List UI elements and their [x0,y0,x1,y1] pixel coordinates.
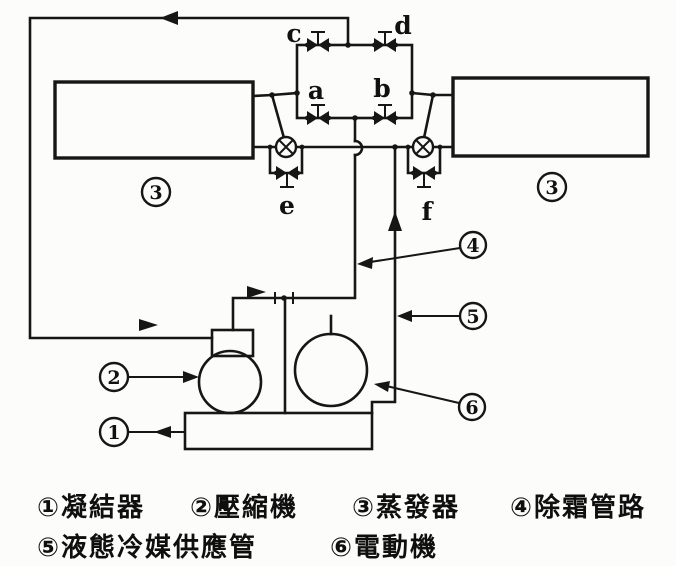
callout-5-text: 5 [466,306,479,328]
callout-3-left-text: 3 [149,182,162,204]
callout-leaders [128,247,461,438]
flow-arrow-left-icon [160,11,178,25]
legend-item-condenser: ①凝結器 [37,487,145,524]
legend-item-liquid-supply: ⑤液態冷媒供應管 [37,527,257,564]
callout-1-text: 1 [107,422,120,444]
legend-label: 凝結器 [61,493,146,523]
flow-arrow-right-icon [139,319,158,331]
legend-item-motor: ⑥電動機 [330,527,438,564]
legend-label: 壓縮機 [214,493,299,523]
flow-arrow-up-icon [388,211,402,231]
legend-label: 除霜管路 [534,493,647,523]
evaporator-right [451,76,650,158]
legend-num: ② [190,493,215,523]
callout-4: 4 [458,230,488,260]
callout-6-text: 6 [465,397,478,419]
valve-label-f: f [422,197,435,226]
legend-item-evaporator: ③蒸發器 [352,487,460,524]
leader-4 [363,247,461,264]
callout-3-left: 3 [140,176,172,208]
leader-1-arrow-icon [154,426,171,438]
valve-label-c: c [286,19,301,48]
valve-label-b: b [373,74,390,103]
leader-4-arrow-icon [357,257,373,269]
suction-line [28,16,350,340]
flow-arrow-discharge-icon [247,286,266,298]
callout-1: 1 [98,416,130,448]
condenser-base [183,411,374,451]
legend-label: 液態冷媒供應管 [61,533,258,563]
pipe-junction-ticks [274,292,294,304]
callout-6: 6 [457,392,487,422]
callout-3-right-text: 3 [545,177,558,199]
legend-num: ③ [352,493,377,523]
motor [293,332,369,408]
legend-label: 蒸發器 [376,493,461,523]
valve-label-d: d [394,11,411,40]
legend-item-defrost-line: ④除霜管路 [510,487,646,524]
callout-5: 5 [458,301,488,331]
liquid-supply-line [370,145,397,415]
callout-2: 2 [98,361,130,393]
valve-b [371,104,399,125]
leader-2-arrow-icon [183,371,199,383]
pipe-junctions [267,42,443,301]
compressor [197,349,263,415]
leader-6 [381,384,460,404]
legend-item-compressor: ②壓縮機 [190,487,298,524]
leader-5-arrow-icon [397,310,412,322]
valve-label-a: a [308,76,324,105]
legend-num: ⑤ [37,533,62,563]
callout-2-text: 2 [107,367,120,389]
left-evaporator-suction-stub [251,91,299,98]
valve-a [304,104,332,125]
callout-4-text: 4 [466,235,479,257]
right-txv-sensing-line [422,93,435,140]
legend-num: ④ [510,493,535,523]
valve-d [371,31,399,52]
expansion-valve-left [274,135,298,159]
leader-6-arrow-icon [374,381,390,392]
valve-label-e: e [279,191,295,220]
compressor-head [210,328,255,358]
left-txv-sensing-line [270,93,286,140]
valve-f [410,166,438,188]
valve-e [273,166,301,188]
legend-label: 電動機 [354,533,439,563]
valve-c [304,31,332,52]
legend-num: ① [37,493,62,523]
callout-3-right: 3 [536,171,568,203]
legend-num: ⑥ [330,533,355,563]
expansion-valve-right [411,135,435,159]
evaporator-left [53,80,255,160]
